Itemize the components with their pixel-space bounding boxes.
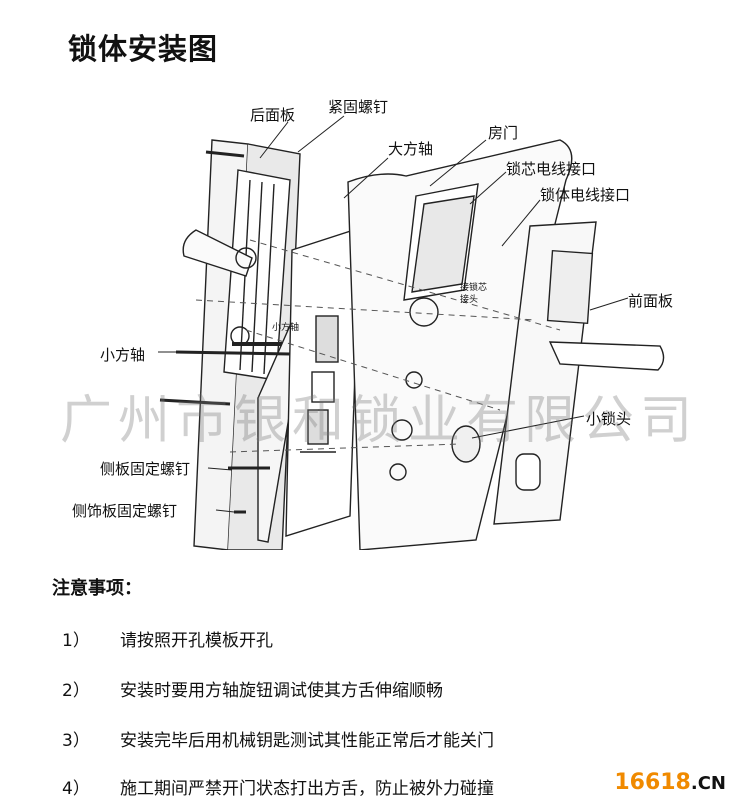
label-rear-panel: 后面板: [250, 106, 296, 124]
label-front-panel: 前面板: [628, 292, 674, 310]
label-cylinder-connector-inner-2: 接头: [460, 295, 479, 305]
label-big-spindle: 大方轴: [388, 140, 434, 158]
note-item: 4） 施工期间严禁开门状态打出方舌，防止被外力碰撞: [62, 774, 494, 799]
page-title: 锁体安装图: [68, 32, 219, 66]
note-item: 1） 请按照开孔模板开孔: [62, 626, 273, 651]
note-item: 2） 安装时要用方轴旋钮调试使其方舌伸缩顺畅: [62, 676, 443, 701]
lock-exploded-diagram: [158, 115, 665, 550]
label-small-cylinder: 小锁头: [586, 410, 632, 428]
site-logo: 16618.CN: [614, 770, 726, 795]
note-number: 2）: [62, 681, 90, 701]
label-lockbody-wire-connector: 锁体电线接口: [540, 186, 631, 204]
logo-main: 16618: [614, 770, 691, 795]
note-item: 3） 安装完毕后用机械钥匙测试其性能正常后才能关门: [62, 726, 494, 751]
note-text: 请按照开孔模板开孔: [120, 631, 273, 651]
label-side-trim-screw: 侧饰板固定螺钉: [72, 502, 178, 520]
logo-suffix: .CN: [690, 773, 726, 794]
label-cylinder-connector-inner-1: 接锁芯: [460, 283, 488, 293]
label-door: 房门: [488, 124, 519, 142]
label-cylinder-wire-connector: 锁芯电线接口: [506, 160, 597, 178]
note-text: 安装完毕后用机械钥匙测试其性能正常后才能关门: [120, 731, 494, 751]
note-number: 3）: [62, 731, 90, 751]
note-text: 施工期间严禁开门状态打出方舌，防止被外力碰撞: [120, 779, 494, 799]
label-side-plate-screw: 侧板固定螺钉: [100, 460, 191, 478]
label-small-spindle-inner: 小方轴: [272, 323, 300, 333]
label-small-spindle: 小方轴: [100, 346, 146, 364]
note-text: 安装时要用方轴旋钮调试使其方舌伸缩顺畅: [120, 681, 443, 701]
notes-heading: 注意事项：: [52, 578, 142, 599]
label-fastening-screw: 紧固螺钉: [328, 98, 389, 116]
note-number: 4）: [62, 779, 90, 799]
note-number: 1）: [62, 631, 90, 651]
